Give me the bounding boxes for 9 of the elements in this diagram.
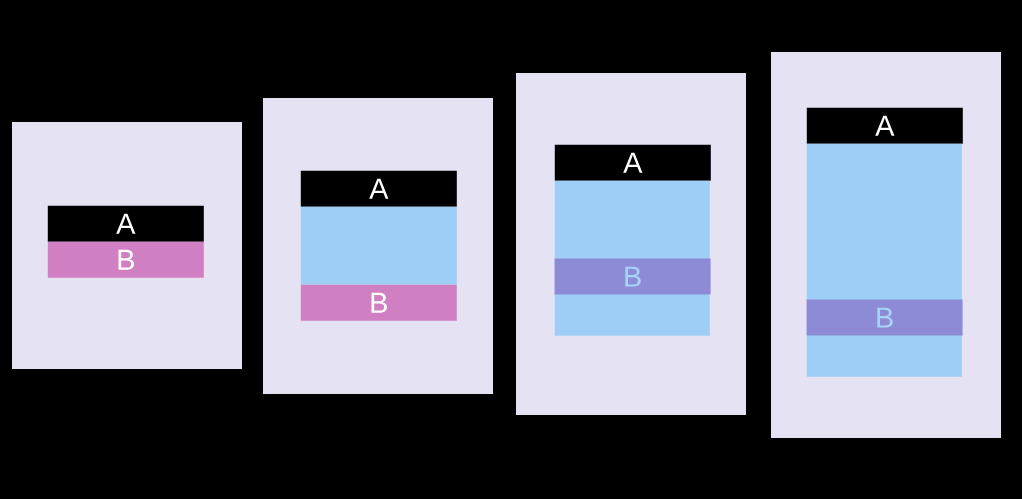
segment-bar: B [806,299,963,336]
segment-bar: B [47,241,204,278]
segment-bar: B [554,258,711,295]
header-bar: A [806,107,963,144]
header-bar: A [47,205,204,242]
content-area [300,206,457,285]
header-bar: A [300,170,457,207]
segment-bar: B [300,284,457,321]
header-bar: A [554,144,711,181]
